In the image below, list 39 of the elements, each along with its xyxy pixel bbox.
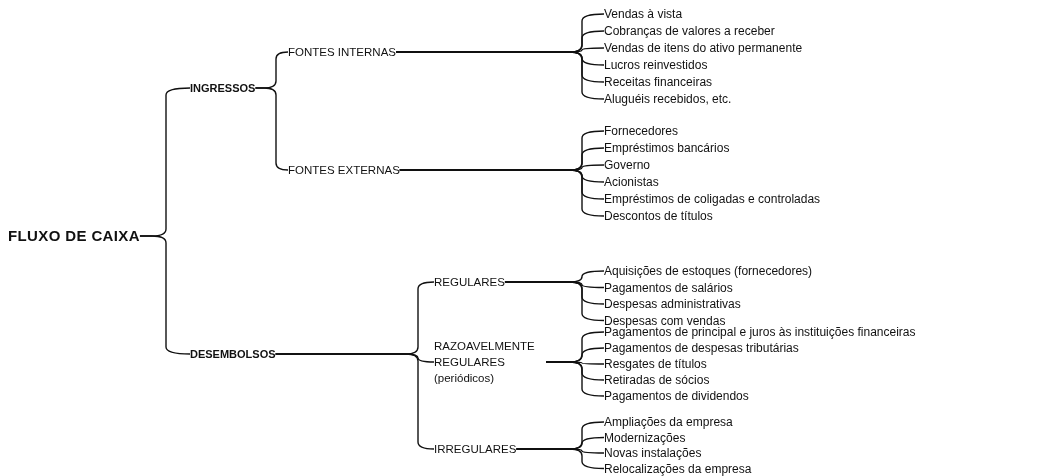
item-text: Modernizações <box>604 430 686 445</box>
item-text: Aquisições de estoques (fornecedores) <box>604 263 813 279</box>
item-text: Despesas com vendas <box>604 313 726 328</box>
brace <box>515 448 605 470</box>
brace <box>504 281 605 322</box>
category-term: INGRESSOS <box>190 79 256 97</box>
item-text: Empréstimos de coligadas e controladas <box>604 191 821 207</box>
item-text: Acionistas <box>604 174 659 190</box>
brace <box>274 353 435 450</box>
category-term: DESEMBOLSOS <box>190 345 276 363</box>
subcategory-term: RAZOAVELMENTE REGULARES (periódicos) <box>434 338 546 386</box>
item-text: Resgates de títulos <box>604 356 707 372</box>
item-text: Novas instalações <box>604 445 702 461</box>
item-text: Pagamentos de dividendos <box>604 388 749 404</box>
item-text: Cobranças de valores a receber <box>604 23 775 39</box>
item-text: Retiradas de sócios <box>604 372 710 388</box>
brace <box>395 51 605 100</box>
item-text: Despesas administrativas <box>604 296 741 312</box>
brace <box>545 361 605 397</box>
subcategory-term: REGULARES <box>434 274 505 290</box>
item-text: Pagamentos de salários <box>604 280 733 295</box>
item-text: Relocalizações da empresa <box>604 461 752 476</box>
item-text: Ampliações da empresa <box>604 414 733 430</box>
item-text: Lucros reinvestidos <box>604 57 708 73</box>
subcategory-term: FONTES INTERNAS <box>288 44 396 60</box>
item-text: Descontos de títulos <box>604 208 713 224</box>
item-text: Aluguéis recebidos, etc. <box>604 91 732 107</box>
root-term: FLUXO DE CAIXA <box>8 224 140 248</box>
item-text: Vendas de itens do ativo permanente <box>604 40 803 56</box>
brace <box>139 235 191 355</box>
subcategory-term: FONTES EXTERNAS <box>288 162 400 178</box>
item-text: Receitas financeiras <box>604 74 713 90</box>
item-text: Fornecedores <box>604 123 679 139</box>
item-text: Governo <box>604 157 651 173</box>
item-text: Vendas à vista <box>604 6 683 22</box>
subcategory-term: IRREGULARES <box>434 441 517 457</box>
brace <box>399 169 605 217</box>
item-text: Empréstimos bancários <box>604 140 730 156</box>
item-text: Pagamentos de despesas tributárias <box>604 340 799 356</box>
